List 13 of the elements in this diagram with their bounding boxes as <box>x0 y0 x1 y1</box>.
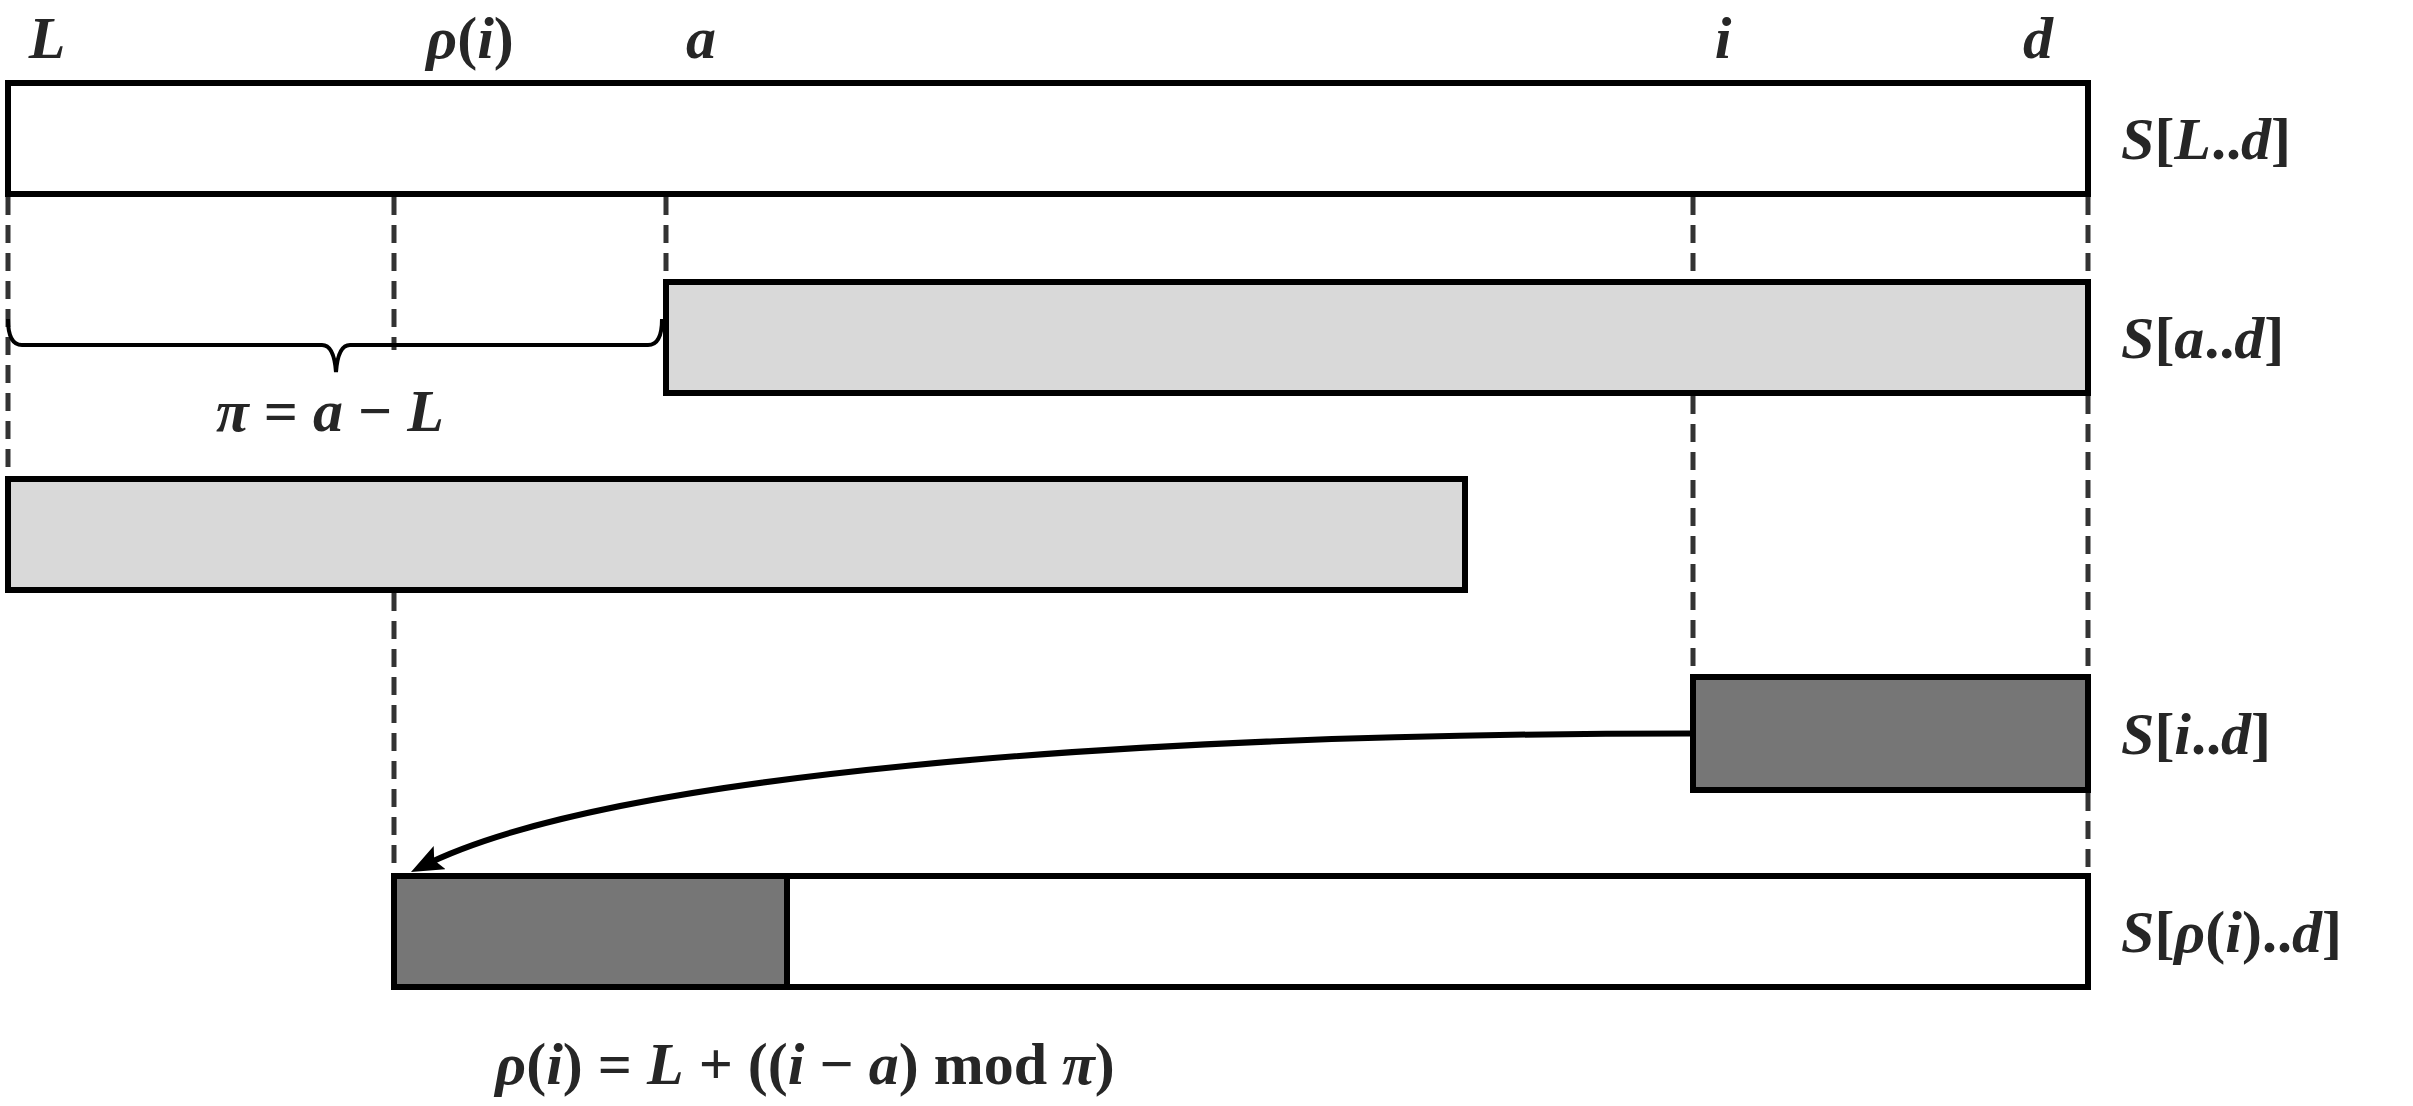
interval-label: S[a..d] <box>2121 304 2285 371</box>
index-label: L <box>28 5 66 71</box>
formula: ρ(i) = L + ((i − a) mod π) <box>495 1031 1115 1097</box>
interval-bar <box>5 476 1468 593</box>
index-label: a <box>686 5 716 71</box>
curved-arrow <box>410 730 1690 872</box>
index-label: ρ(i) <box>426 5 514 71</box>
formula-label: π = a − L <box>216 378 444 444</box>
index-label: i <box>1714 5 1732 71</box>
index-label: d <box>2023 5 2053 71</box>
interval-label: S[L..d] <box>2121 105 2291 172</box>
interval-label: S[ρ(i)..d] <box>2121 898 2342 965</box>
interval-label: S[i..d] <box>2121 700 2271 767</box>
